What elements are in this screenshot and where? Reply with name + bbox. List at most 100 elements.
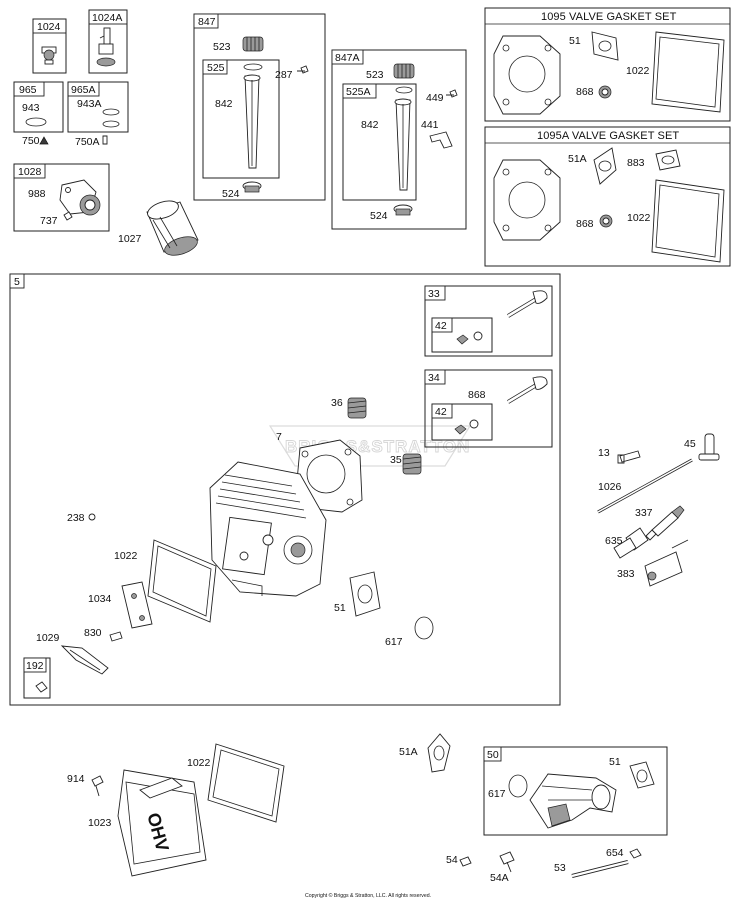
kit-1024a: 1024A (88, 9, 128, 74)
kit-1095a: 1095A VALVE GASKET SET 7 51A 883 868 102… (484, 126, 731, 267)
label-1095a-868: 868 (576, 218, 594, 230)
oil-filter-adapter-icon (59, 179, 101, 221)
label-847a: 847A (335, 52, 360, 64)
o-ring-a-icon (395, 86, 413, 94)
copyright-text: Copyright © Briggs & Stratton, LLC. All … (305, 892, 431, 899)
label-54: 54 (446, 854, 458, 866)
label-1034: 1034 (88, 593, 112, 605)
label-1022: 1022 (114, 550, 138, 562)
screw-287-icon (297, 65, 309, 74)
label-42: 42 (435, 320, 447, 332)
rocker-arm-45-icon (698, 433, 720, 461)
keeper-42b-icon (454, 419, 479, 435)
seal-868-icon (598, 85, 612, 99)
label-750: 750 (22, 135, 40, 147)
label-524b: 524 (370, 210, 388, 222)
valve-33-icon (506, 290, 548, 318)
kit-1024: 1024 (32, 18, 67, 74)
spring-35-icon (402, 453, 422, 475)
label-524: 524 (222, 188, 240, 200)
label-51b: 51 (609, 756, 621, 768)
gasket-51-icon (591, 31, 619, 61)
label-750a: 750A (75, 136, 100, 148)
kit-965a: 965A 943A (67, 81, 129, 133)
kit-1095: 1095 VALVE GASKET SET 7 51 868 1022 (484, 7, 731, 122)
grommet-524b-icon (393, 204, 413, 216)
stud-53-icon (571, 860, 629, 878)
label-54a: 54A (490, 872, 509, 884)
breather-1034-icon (121, 581, 153, 629)
label-1024a: 1024A (92, 12, 122, 24)
gasket-1022-icon (147, 539, 217, 623)
label-238: 238 (67, 512, 85, 524)
rocker-1029-icon (60, 645, 109, 675)
gasket-51b-icon (629, 761, 655, 789)
part-750a-icon (102, 135, 108, 145)
bracket-441-icon (429, 131, 453, 149)
label-7: 7 (276, 431, 282, 443)
label-525a: 525A (346, 86, 371, 98)
label-1022b: 1022 (187, 757, 211, 769)
kit-847: 847 525 523 287 842 524 (193, 13, 326, 201)
label-523b: 523 (366, 69, 384, 81)
label-523: 523 (213, 41, 231, 53)
label-830: 830 (84, 627, 102, 639)
o-ring-943a-a-icon (102, 108, 120, 116)
gasket-51a-icon (593, 147, 617, 185)
label-1027: 1027 (118, 233, 142, 245)
dipstick-cap-icon (242, 36, 264, 52)
part-750-icon (39, 136, 49, 145)
gasket-1022b-icon (207, 743, 285, 823)
valve-34-icon (506, 376, 548, 404)
label-654: 654 (606, 847, 624, 859)
spark-plug-337-icon (645, 505, 685, 541)
label-33: 33 (428, 288, 440, 300)
valve-cover-1023-icon: OHV (117, 769, 207, 877)
dipstick-tube-a-icon (394, 98, 412, 191)
title-1095: 1095 VALVE GASKET SET (541, 11, 677, 23)
label-847: 847 (198, 16, 216, 28)
label-842b: 842 (361, 119, 379, 131)
ignition-coil-383-icon (644, 539, 689, 587)
label-50: 50 (487, 749, 499, 761)
keeper-42-icon (456, 331, 483, 345)
label-868-valve: 868 (468, 389, 486, 401)
stud-13-icon (617, 450, 641, 464)
gasket-51a-bottom-icon (427, 733, 451, 773)
label-1095a-51a: 51A (568, 153, 587, 165)
kit-50-intake: 50 51 617 (483, 746, 668, 836)
label-42b: 42 (435, 406, 447, 418)
screw-830-icon (109, 631, 123, 642)
label-192: 192 (26, 660, 44, 672)
label-737: 737 (40, 215, 58, 227)
o-ring-617b-icon (508, 774, 528, 798)
label-1095-1022: 1022 (626, 65, 650, 77)
kit-847a: 847A 525A 523 449 842 441 524 (331, 49, 467, 230)
pin-238-icon (88, 513, 96, 521)
nut-192-icon (35, 681, 48, 693)
label-1095-51: 51 (569, 35, 581, 47)
label-287: 287 (275, 69, 293, 81)
gasket-51-main-icon (349, 571, 381, 617)
label-51a-bottom: 51A (399, 746, 418, 758)
label-525: 525 (207, 62, 225, 74)
label-337: 337 (635, 507, 653, 519)
label-1026: 1026 (598, 481, 622, 493)
label-1095a-1022: 1022 (627, 212, 651, 224)
boot-635-icon (613, 527, 649, 559)
label-1095a-883: 883 (627, 157, 645, 169)
dipstick-cap-a-icon (393, 63, 415, 79)
part-1024-icon (41, 46, 57, 65)
oil-filter-icon (146, 200, 199, 256)
head-gasket-a-icon (493, 159, 561, 241)
label-1023: 1023 (88, 817, 112, 829)
kit-965: 965 943 (13, 81, 64, 133)
label-5: 5 (14, 276, 20, 288)
label-965a: 965A (71, 84, 96, 96)
dipstick-tube-icon (243, 74, 261, 169)
spring-36-icon (347, 397, 367, 419)
gasket-883-icon (655, 149, 681, 171)
label-34: 34 (428, 372, 440, 384)
label-53: 53 (554, 862, 566, 874)
